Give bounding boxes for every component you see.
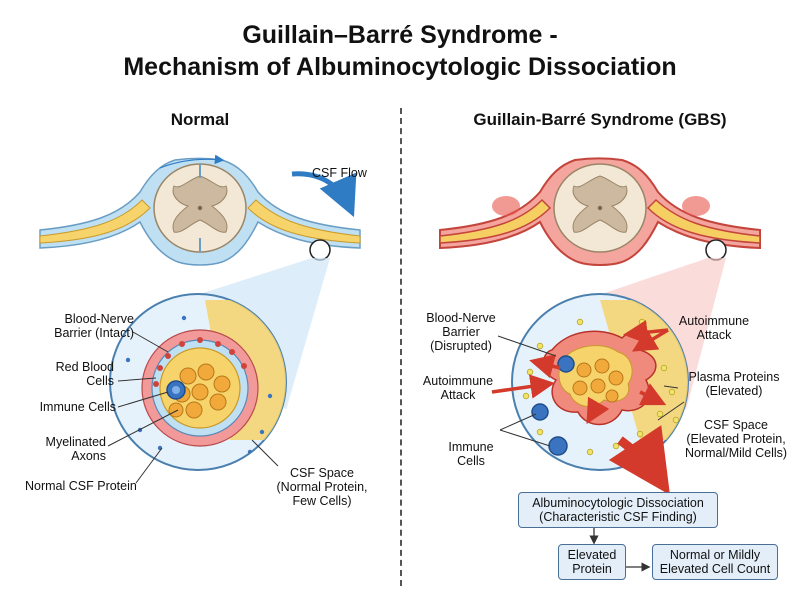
title-line-1: Guillain–Barré Syndrome - [242,21,558,49]
csf-flow-arrow [291,171,357,218]
gbs-result-arrow [608,425,670,495]
gbs-leader-lines [497,335,685,447]
normal-nerve-magnified [109,293,287,471]
normal-zoom-origin [309,239,331,261]
panel-divider [400,108,402,586]
flowchart-arrows [589,528,651,572]
csf-flow-small-arrow [159,154,225,169]
normal-csf-label: CSF Space(Normal Protein,Few Cells) [276,466,368,508]
gbs-zoom-origin [705,239,727,261]
normal-leader-lines [107,331,279,484]
normal-protein-label: Normal CSF Protein [25,479,137,493]
title-line-2: Mechanism of Albuminocytologic Dissociat… [123,53,677,81]
gbs-attack-arrows [491,319,669,425]
gbs-spinal-cord [439,157,761,266]
csf-flow-label: CSF Flow [312,166,367,180]
albuminocytologic-box: Albuminocytologic Dissociation(Character… [518,492,718,528]
normal-heading: Normal [170,110,230,129]
gbs-csf-label: CSF Space(Elevated Protein,Normal/Mild C… [684,418,788,460]
gbs-plasma-label: Plasma Proteins(Elevated) [688,370,780,398]
normal-immune-label: Immune Cells [39,400,116,414]
gbs-heading: Guillain-Barré Syndrome (GBS) [473,110,727,129]
